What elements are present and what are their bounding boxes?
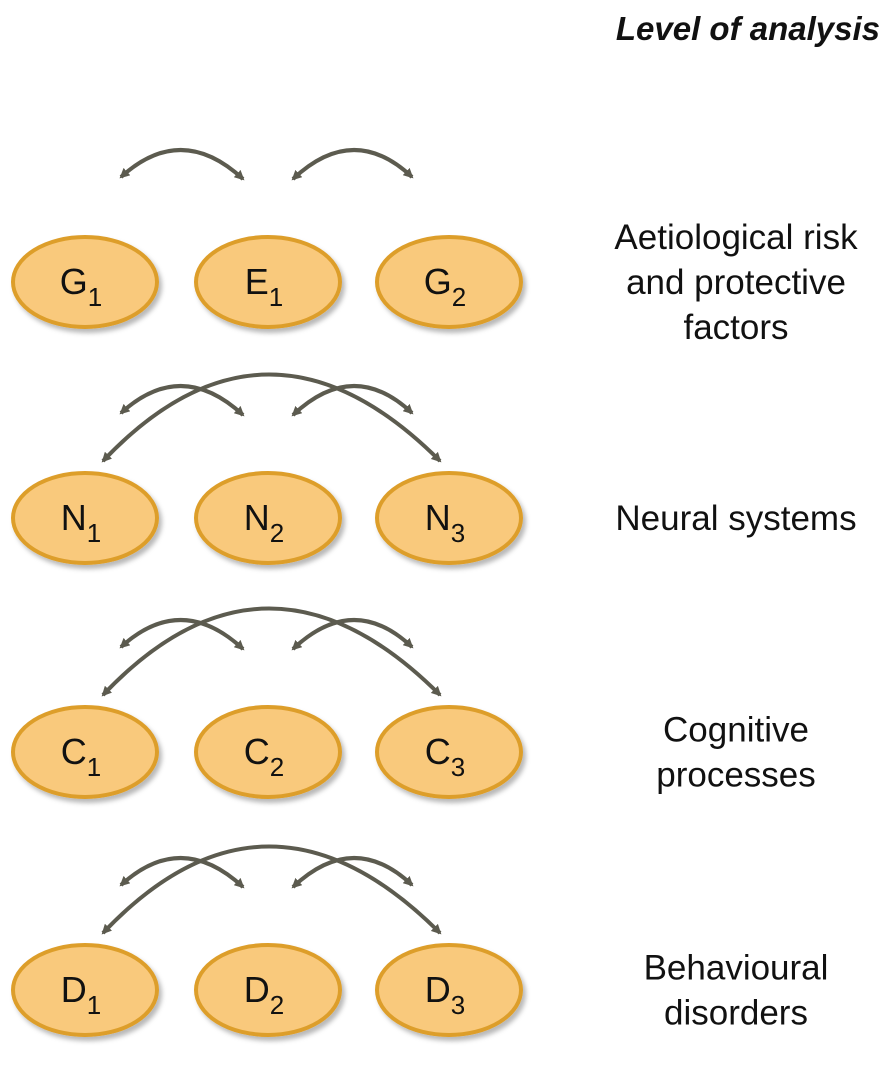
node-label: E1 bbox=[245, 261, 283, 312]
node-C1: C1 bbox=[11, 705, 159, 799]
node-ellipse bbox=[194, 235, 342, 329]
node-letter: N bbox=[244, 497, 270, 538]
node-label: C3 bbox=[425, 731, 465, 782]
bidirectional-arrow-short-left bbox=[119, 618, 245, 651]
node-subscript: 2 bbox=[452, 282, 466, 312]
level-label-line: Aetiological risk bbox=[614, 218, 858, 257]
bidirectional-arrow-short-left bbox=[119, 384, 245, 417]
node-ellipse bbox=[194, 943, 342, 1037]
node-subscript: 1 bbox=[269, 282, 283, 312]
node-label: D1 bbox=[61, 969, 101, 1020]
node-N1: N1 bbox=[11, 471, 159, 565]
level-label-line: factors bbox=[683, 308, 788, 347]
node-D3: D3 bbox=[375, 943, 523, 1037]
level-label-line: and protective bbox=[626, 263, 846, 302]
node-ellipse bbox=[11, 943, 159, 1037]
bidirectional-arrow-long bbox=[101, 606, 442, 697]
node-ellipse bbox=[11, 471, 159, 565]
bidirectional-arrow-short-right bbox=[291, 148, 414, 181]
node-ellipse bbox=[375, 943, 523, 1037]
level-of-analysis-heading: Level of analysis bbox=[616, 10, 880, 47]
level-label-line: Cognitive bbox=[663, 711, 809, 750]
node-ellipse bbox=[194, 471, 342, 565]
node-letter: D bbox=[425, 969, 451, 1010]
node-C2: C2 bbox=[194, 705, 342, 799]
node-subscript: 3 bbox=[451, 990, 465, 1020]
node-subscript: 2 bbox=[270, 990, 284, 1020]
node-D1: D1 bbox=[11, 943, 159, 1037]
node-label: N3 bbox=[425, 497, 465, 548]
level-label-line: processes bbox=[656, 756, 816, 795]
node-label: G2 bbox=[424, 261, 466, 312]
bidirectional-arrow-short-right bbox=[291, 618, 414, 651]
node-ellipse bbox=[375, 471, 523, 565]
node-letter: C bbox=[425, 731, 451, 772]
node-D2: D2 bbox=[194, 943, 342, 1037]
node-ellipse bbox=[11, 235, 159, 329]
bidirectional-arrow-long bbox=[101, 372, 442, 463]
node-subscript: 3 bbox=[451, 752, 465, 782]
node-subscript: 1 bbox=[88, 282, 102, 312]
node-letter: C bbox=[61, 731, 87, 772]
node-label: G1 bbox=[60, 261, 102, 312]
level-label-line: Behavioural bbox=[644, 949, 829, 988]
bidirectional-arrow-long bbox=[101, 844, 442, 935]
node-G2: G2 bbox=[375, 235, 523, 329]
node-label: D2 bbox=[244, 969, 284, 1020]
node-letter: D bbox=[244, 969, 270, 1010]
node-E1: E1 bbox=[194, 235, 342, 329]
level-label-line: Neural systems bbox=[615, 499, 856, 538]
node-label: D3 bbox=[425, 969, 465, 1020]
node-ellipse bbox=[194, 705, 342, 799]
node-subscript: 3 bbox=[451, 518, 465, 548]
bidirectional-arrow-short-left bbox=[119, 148, 245, 181]
node-label: C2 bbox=[244, 731, 284, 782]
node-letter: N bbox=[61, 497, 87, 538]
node-N2: N2 bbox=[194, 471, 342, 565]
bidirectional-arrow-short-right bbox=[291, 856, 414, 889]
node-ellipse bbox=[11, 705, 159, 799]
node-letter: D bbox=[61, 969, 87, 1010]
node-letter: N bbox=[425, 497, 451, 538]
node-subscript: 2 bbox=[270, 518, 284, 548]
node-letter: E bbox=[245, 261, 269, 302]
node-subscript: 2 bbox=[270, 752, 284, 782]
node-ellipse bbox=[375, 235, 523, 329]
node-subscript: 1 bbox=[87, 752, 101, 782]
node-subscript: 1 bbox=[87, 518, 101, 548]
node-label: N2 bbox=[244, 497, 284, 548]
bidirectional-arrow-short-right bbox=[291, 384, 414, 417]
node-label: C1 bbox=[61, 731, 101, 782]
node-N3: N3 bbox=[375, 471, 523, 565]
bidirectional-arrow-short-left bbox=[119, 856, 245, 889]
node-G1: G1 bbox=[11, 235, 159, 329]
node-letter: C bbox=[244, 731, 270, 772]
node-C3: C3 bbox=[375, 705, 523, 799]
level-label-line: disorders bbox=[664, 994, 808, 1033]
node-letter: G bbox=[60, 261, 88, 302]
node-ellipse bbox=[375, 705, 523, 799]
node-subscript: 1 bbox=[87, 990, 101, 1020]
node-label: N1 bbox=[61, 497, 101, 548]
node-letter: G bbox=[424, 261, 452, 302]
